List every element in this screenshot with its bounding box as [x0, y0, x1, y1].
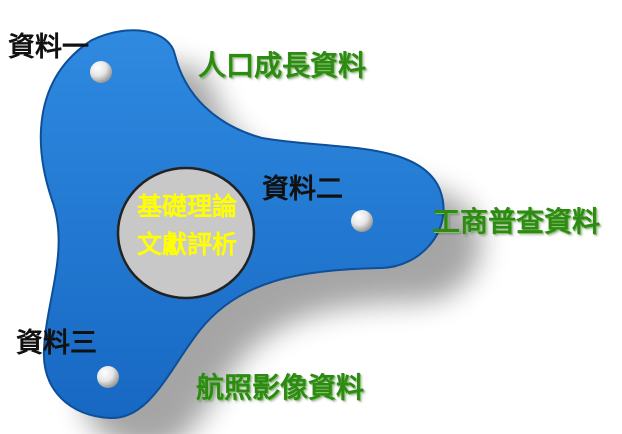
knob-1-icon — [90, 61, 112, 83]
node-label-2: 資料二 — [262, 174, 343, 205]
node-label-1: 資料一 — [8, 32, 89, 63]
knob-3-icon — [97, 366, 119, 388]
center-label-line2: 文獻評析 — [136, 230, 237, 259]
center-label-line1: 基礎理論 — [136, 192, 237, 221]
source-label-aerial: 航照影像資料 — [196, 371, 365, 404]
source-label-population: 人口成長資料 — [198, 49, 367, 82]
center-circle — [116, 166, 256, 300]
center-label: 基礎理論 文獻評析 — [118, 188, 256, 264]
knob-2-icon — [351, 210, 373, 232]
node-label-3: 資料三 — [16, 328, 97, 359]
source-label-census: 工商普查資料 — [432, 205, 601, 238]
